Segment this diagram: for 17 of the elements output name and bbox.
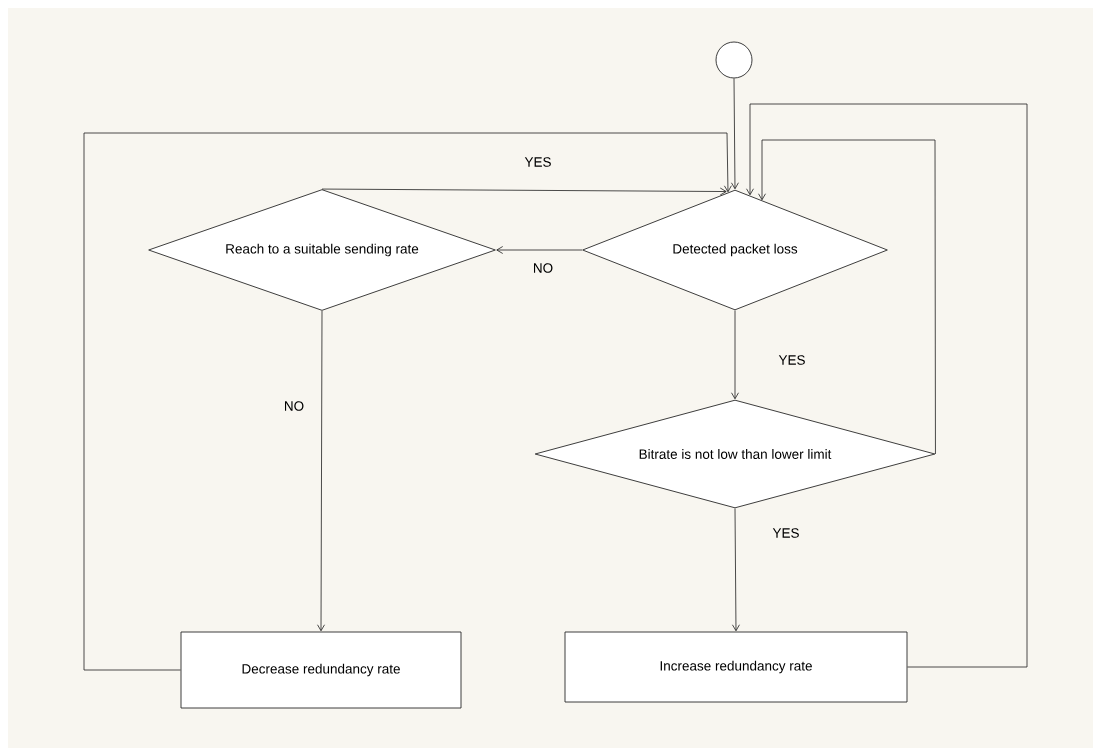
arrow	[321, 187, 727, 196]
arrow	[83, 132, 732, 671]
edge-label: YES	[772, 528, 799, 538]
arrow	[496, 246, 583, 254]
process-box: Decrease redundancy rate	[180, 631, 462, 709]
start-circle	[715, 41, 753, 79]
edge-label: NO	[285, 401, 304, 411]
arrow	[731, 78, 739, 190]
arrow	[758, 139, 936, 455]
arrow	[731, 310, 739, 400]
arrow	[732, 508, 740, 632]
arrow	[746, 103, 1028, 668]
edge-label: NO	[534, 263, 553, 273]
process-box: Increase redundancy rate	[564, 631, 908, 703]
edge-label: YES	[524, 157, 551, 167]
arrow	[317, 310, 325, 632]
edge-label: YES	[778, 355, 805, 365]
